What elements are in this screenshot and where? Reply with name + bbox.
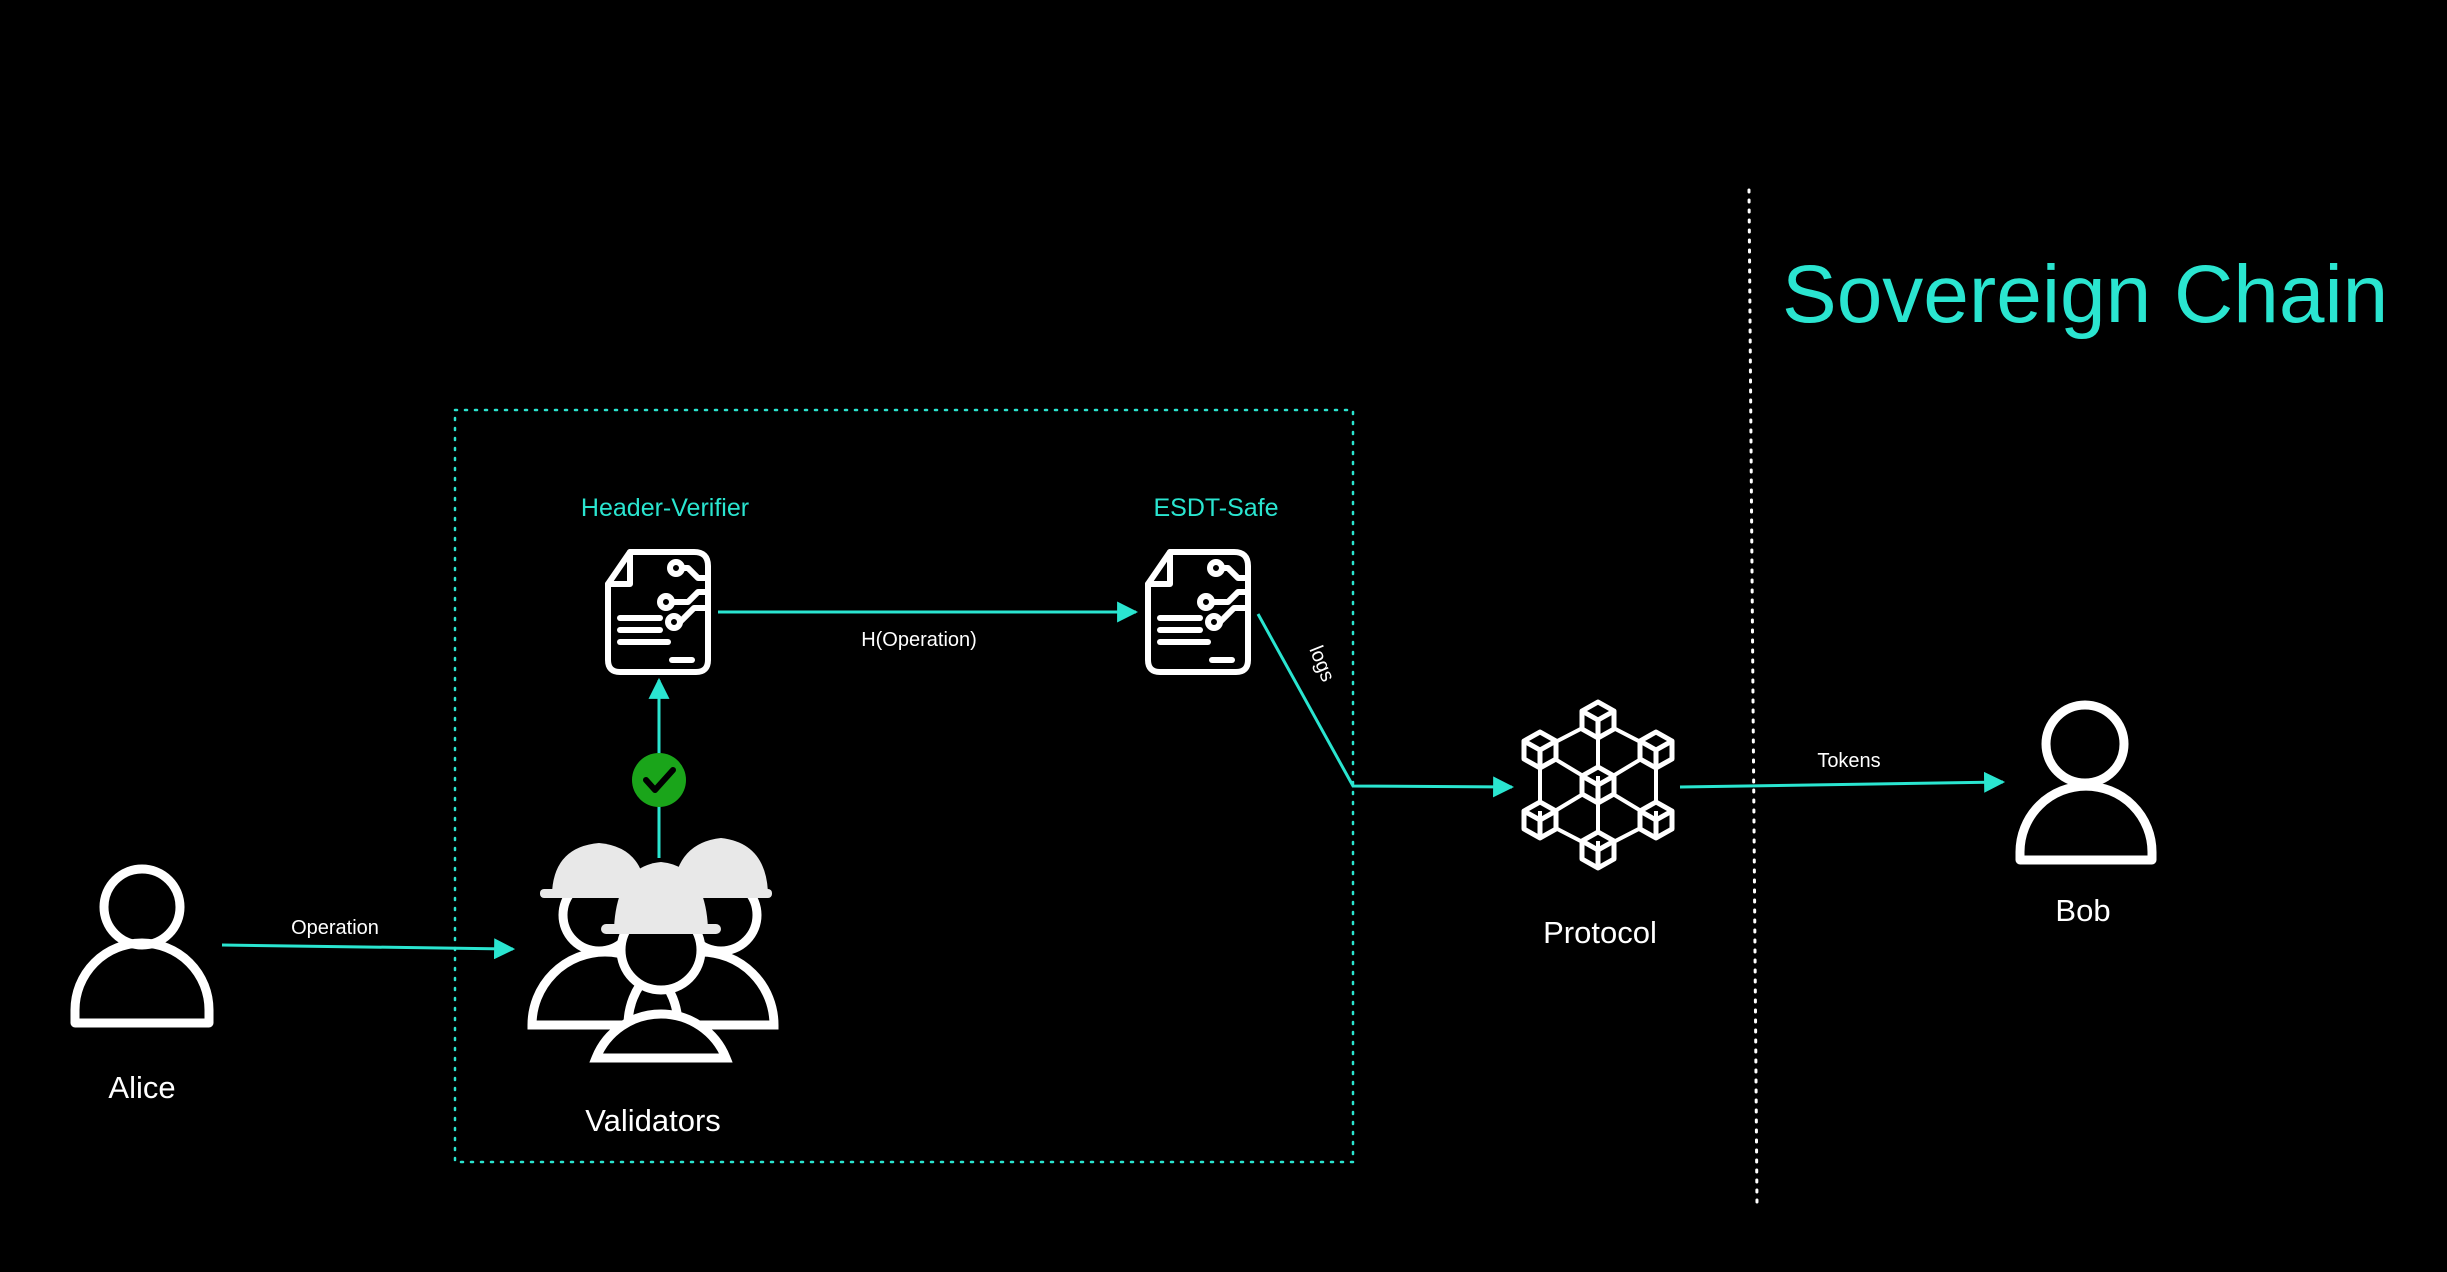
- chain-divider: [1747, 188, 1759, 1207]
- edge-label-h-operation: H(Operation): [861, 629, 977, 651]
- smart-contract-icon: [605, 549, 711, 675]
- blockchain-network-icon: [1521, 699, 1675, 871]
- edge-logs: [1256, 613, 1515, 798]
- sovereign-contracts-box: [453, 408, 1355, 1164]
- node-label-bob: Bob: [2055, 893, 2111, 928]
- node-label-esdt-safe: ESDT-Safe: [1153, 494, 1279, 522]
- edge-label-tokens: Tokens: [1817, 750, 1881, 772]
- smart-contract-icon: [1145, 549, 1251, 675]
- edge-label-operation: Operation: [291, 917, 379, 939]
- diagram-title: Sovereign Chain: [1782, 249, 2389, 340]
- person-icon: [70, 864, 214, 1028]
- node-label-header-verifier: Header-Verifier: [580, 494, 750, 522]
- node-label-validators: Validators: [585, 1103, 721, 1138]
- edge-tokens: [1679, 771, 2006, 793]
- checkmark-icon: [632, 753, 686, 807]
- person-icon: [2015, 700, 2157, 865]
- node-label-alice: Alice: [108, 1070, 176, 1105]
- edge-operation: [221, 938, 516, 960]
- edge-label-logs: logs: [1304, 643, 1338, 685]
- validators-icon: [527, 838, 779, 1063]
- node-label-protocol: Protocol: [1543, 915, 1657, 950]
